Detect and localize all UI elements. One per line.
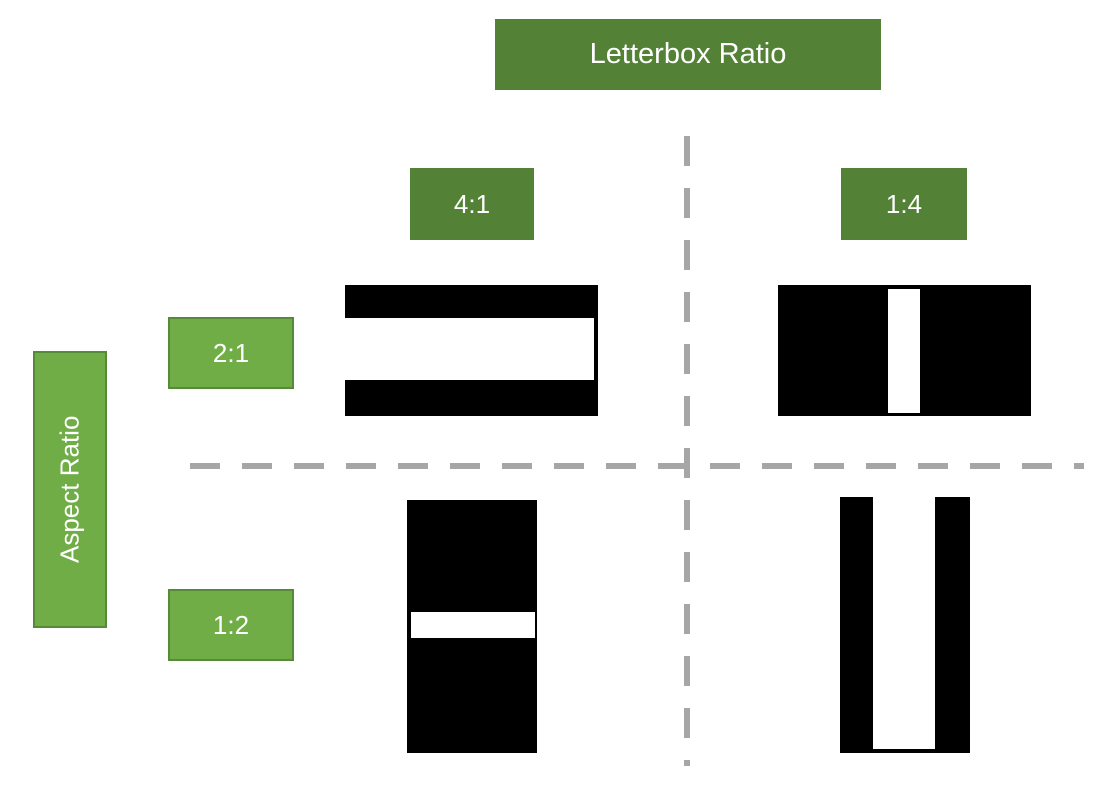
- diagram-title: Letterbox Ratio: [495, 19, 881, 90]
- frame-aspect-2-1-content-1-4: [778, 285, 1031, 416]
- axis-label-aspect-ratio-text: Aspect Ratio: [54, 415, 85, 564]
- column-label-4-1: 4:1: [410, 168, 534, 240]
- column-label-1-4: 1:4: [841, 168, 967, 240]
- row-label-2-1: 2:1: [168, 317, 294, 389]
- frame-aspect-1-2-content-1-4: [840, 497, 970, 753]
- axis-label-aspect-ratio: Aspect Ratio: [33, 351, 107, 628]
- frame-aspect-2-1-content-4-1: [345, 285, 598, 416]
- frame-aspect-1-2-content-4-1: [407, 500, 537, 753]
- content-area-4-1: [411, 612, 535, 638]
- content-area-4-1: [345, 318, 594, 380]
- content-area-1-4: [888, 289, 920, 413]
- row-label-1-2: 1:2: [168, 589, 294, 661]
- divider-vertical-dashed: [684, 136, 690, 766]
- content-area-1-4: [873, 497, 935, 749]
- divider-horizontal-dashed: [190, 463, 1084, 469]
